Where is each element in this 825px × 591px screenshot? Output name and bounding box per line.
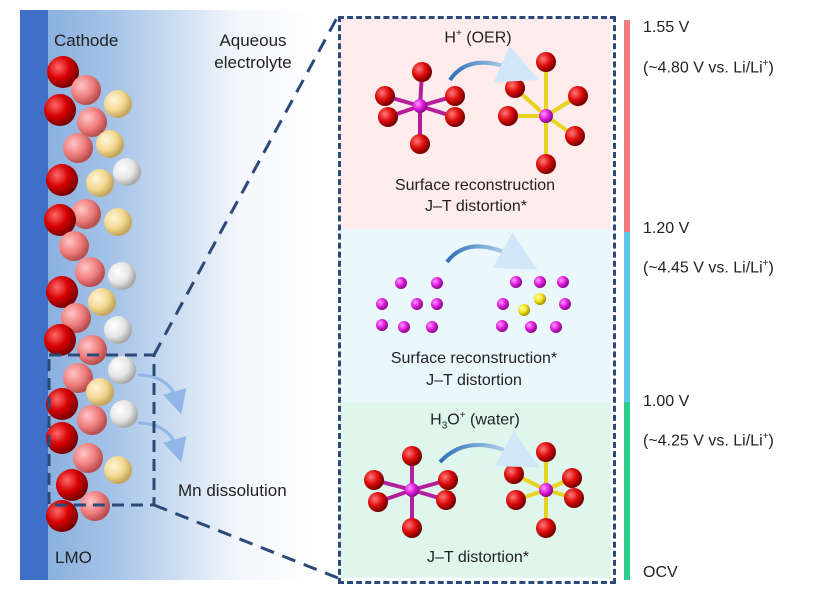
voltage-2-vs: (~4.45 V vs. Li/Li+) — [643, 258, 774, 277]
middle-line2: J–T distortion — [426, 372, 522, 389]
transform-arrow-top — [448, 45, 539, 83]
middle-line1: Surface reconstruction* — [390, 350, 558, 367]
voltage-2-value: 1.20 V — [643, 220, 690, 237]
electrolyte-label-line2: electrolyte — [214, 53, 292, 72]
bottom-species-label: H3O+ (water) — [430, 410, 520, 432]
voltage-bar-low — [624, 402, 630, 580]
top-species-label: H+ (OER) — [444, 28, 512, 47]
voltage-3-value: 1.00 V — [643, 393, 690, 410]
lmo-lattice — [44, 56, 141, 532]
mn-array-right — [496, 276, 571, 333]
voltage-ocv: OCV — [643, 564, 678, 581]
dissolution-arrows — [137, 373, 187, 463]
octahedron-bottom-left — [364, 446, 458, 538]
cathode-label: Cathode — [54, 31, 119, 50]
panel-middle — [340, 229, 611, 402]
octahedron-bottom-right — [504, 442, 584, 538]
top-line2: J–T distortion* — [425, 198, 527, 215]
voltage-1-value: 1.55 V — [643, 19, 690, 36]
octahedron-top-left — [375, 62, 465, 154]
panel-bottom — [340, 402, 611, 578]
voltage-1-vs: (~4.80 V vs. Li/Li+) — [643, 58, 774, 77]
lattice-spheres — [44, 56, 141, 532]
transform-arrow-bottom — [438, 430, 540, 468]
mn-dissolution-label: Mn dissolution — [178, 481, 287, 500]
transform-arrow-middle — [445, 232, 538, 270]
top-line1: Surface reconstruction — [394, 177, 556, 194]
mn-array-left — [376, 277, 443, 333]
voltage-bar-mid — [624, 232, 630, 402]
voltage-3-vs: (~4.25 V vs. Li/Li+) — [643, 431, 774, 450]
bottom-line1: J–T distortion* — [427, 549, 529, 566]
voltage-bar-high — [624, 20, 630, 232]
octahedron-top-right — [498, 52, 588, 174]
electrolyte-label-line1: Aqueous — [219, 31, 287, 50]
lmo-label: LMO — [55, 548, 92, 567]
zoom-box — [338, 16, 616, 584]
electrode-bar — [20, 10, 48, 580]
